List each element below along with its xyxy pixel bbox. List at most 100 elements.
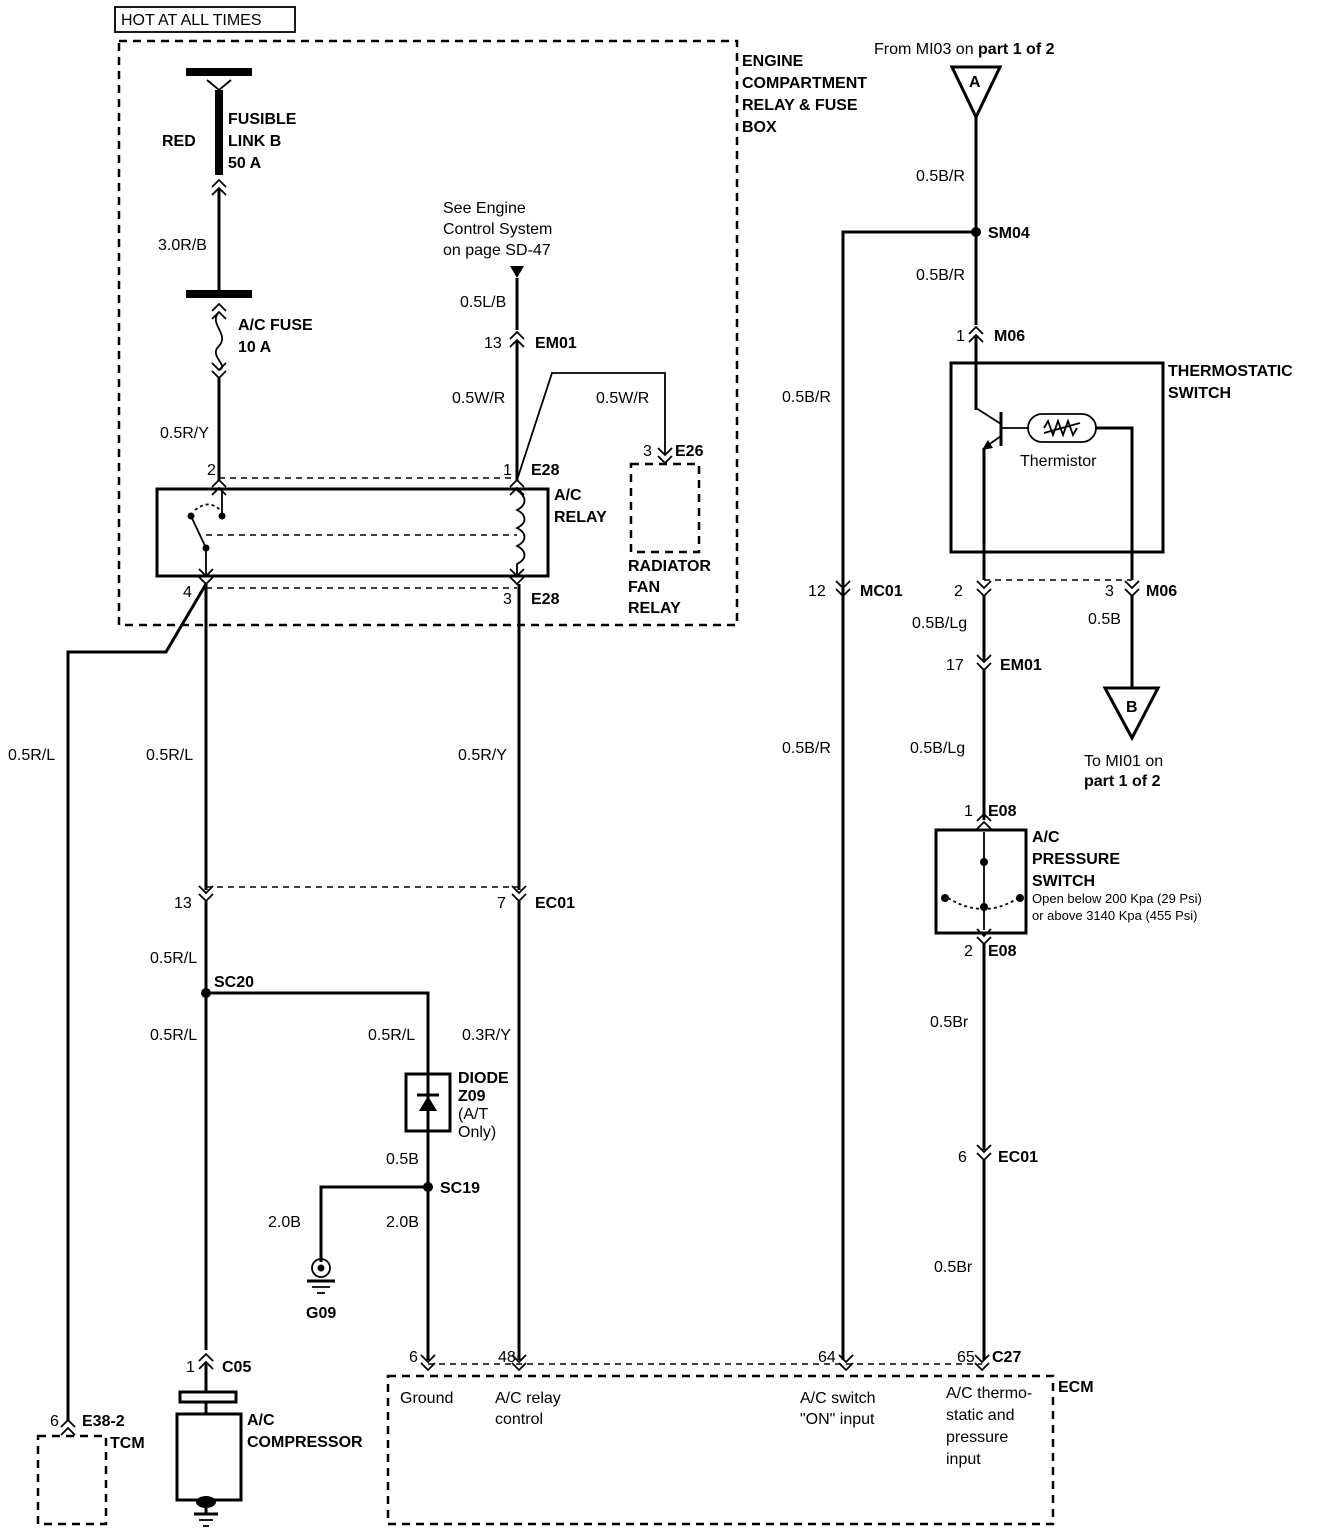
pressure-switch-note-1: Open below 200 Kpa (29 Psi) [1032, 891, 1202, 906]
splice-sc20-label: SC20 [214, 974, 254, 991]
engine-compartment-box-outline [117, 39, 739, 627]
wire-05br-b: 0.5B/R [916, 267, 965, 284]
pin-6-ec01: 6 [958, 1149, 967, 1166]
pin-6-e38: 6 [50, 1413, 59, 1430]
connector-e28-top: E28 [531, 462, 560, 479]
to-note-1: To MI01 on [1084, 753, 1163, 770]
ecm-thermo-input-2: static and [946, 1407, 1014, 1424]
thermostatic-switch-box [949, 361, 1165, 554]
wire-30rb: 3.0R/B [158, 237, 207, 254]
pin-65-c27: 65 [957, 1349, 975, 1366]
pin-2-e08: 2 [964, 943, 973, 960]
compressor-label-1: A/C [247, 1412, 275, 1429]
fusible-link-label-3: 50 A [228, 155, 262, 172]
radiator-fan-relay-2: FAN [628, 579, 660, 596]
see-engine-2: Control System [443, 221, 552, 238]
pin-3-m06: 3 [1105, 583, 1114, 600]
pin-48-c27: 48 [498, 1349, 516, 1366]
connector-m06-bottom: M06 [1146, 583, 1177, 600]
pin-64-c27: 64 [818, 1349, 836, 1366]
ac-relay-label-1: A/C [554, 487, 582, 504]
ecm-switch-on-2: "ON" input [800, 1411, 875, 1428]
pin-2-m06: 2 [954, 583, 963, 600]
compressor-label-2: COMPRESSOR [247, 1434, 363, 1451]
offpage-b-label: B [1126, 699, 1138, 716]
engine-box-label-2: COMPARTMENT [742, 75, 867, 92]
pin-17-em01: 17 [946, 657, 964, 674]
ac-relay-box [155, 487, 550, 578]
wire-05br-c: 0.5B/R [782, 389, 831, 406]
diode-icon [419, 1096, 437, 1111]
pin-13-em01: 13 [484, 335, 502, 352]
arrow-down-icon [510, 266, 524, 278]
connector-e28-bottom: E28 [531, 591, 560, 608]
engine-box-label-3: RELAY & FUSE [742, 97, 858, 114]
wire-05rl-c: 0.5R/L [150, 1027, 197, 1044]
ground-symbol-icon [311, 1258, 331, 1278]
ecm-label: ECM [1058, 1379, 1094, 1396]
ecm-switch-on-1: A/C switch [800, 1390, 876, 1407]
pin-4-e28: 4 [183, 584, 192, 601]
radiator-fan-relay-3: RELAY [628, 600, 681, 617]
pin-3-e28: 3 [503, 591, 512, 608]
thermostatic-label-2: SWITCH [1168, 385, 1231, 402]
pressure-switch-contacts [947, 897, 1019, 910]
wire-05lb: 0.5L/B [460, 294, 506, 311]
pin-2-e28: 2 [207, 462, 216, 479]
see-engine-1: See Engine [443, 200, 526, 217]
tcm-box [36, 1434, 108, 1526]
ecm-thermo-input-4: input [946, 1451, 981, 1468]
connector-em01-right: EM01 [1000, 657, 1042, 674]
connector-c27: C27 [992, 1349, 1021, 1366]
pin-13-ec01: 13 [174, 895, 192, 912]
wire-05b: 0.5B [386, 1151, 419, 1168]
radiator-fan-relay-box [629, 462, 701, 554]
wire-05ry-b: 0.5R/Y [458, 747, 507, 764]
wire-05br-d: 0.5B/R [782, 740, 831, 757]
thermistor-label: Thermistor [1020, 453, 1097, 470]
wire-05rl-a: 0.5R/L [146, 747, 193, 764]
diode-label-4: Only) [458, 1124, 496, 1141]
diode-label-3: (A/T [458, 1106, 488, 1123]
wire-05b-m06: 0.5B [1088, 611, 1121, 628]
pin-12-mc01: 12 [808, 583, 826, 600]
pressure-switch-note-2: or above 3140 Kpa (455 Psi) [1032, 908, 1198, 923]
radiator-fan-relay-1: RADIATOR [628, 558, 711, 575]
wire-20b-a: 2.0B [268, 1214, 301, 1231]
ac-fuse-symbol [215, 311, 223, 371]
fusible-link-label-2: LINK B [228, 133, 281, 150]
wire-05br-a: 0.5B/R [916, 168, 965, 185]
wire-05rl-tcm: 0.5R/L [8, 747, 55, 764]
connector-e08-bottom: E08 [988, 943, 1017, 960]
ac-fuse-label-1: A/C FUSE [238, 317, 313, 334]
diode-label-1: DIODE [458, 1070, 509, 1087]
pin-7-ec01: 7 [497, 895, 506, 912]
connector-em01: EM01 [535, 335, 577, 352]
ac-relay-label-2: RELAY [554, 509, 607, 526]
connector-mc01: MC01 [860, 583, 903, 600]
relay-coil [514, 489, 526, 576]
engine-box-label-4: BOX [742, 119, 777, 136]
connector-ec01-left: EC01 [535, 895, 575, 912]
relay-switch-contact [190, 515, 207, 549]
wire-05wr-a: 0.5W/R [452, 390, 505, 407]
ecm-relay-control-1: A/C relay [495, 1390, 561, 1407]
see-engine-3: on page SD-47 [443, 242, 551, 259]
pin-3-e26: 3 [643, 443, 652, 460]
diode-label-2: Z09 [458, 1088, 486, 1105]
wire-05ry-a: 0.5R/Y [160, 425, 209, 442]
wire-05wr-b: 0.5W/R [596, 390, 649, 407]
pin-1-e28: 1 [503, 462, 512, 479]
wire-05rl-b: 0.5R/L [150, 950, 197, 967]
connector-ec01-right: EC01 [998, 1149, 1038, 1166]
engine-box-label-1: ENGINE [742, 53, 804, 70]
ecm-relay-control-2: control [495, 1411, 543, 1428]
ac-fuse-label-2: 10 A [238, 339, 272, 356]
connector-e08-top: E08 [988, 803, 1017, 820]
pin-1-e08: 1 [964, 803, 973, 820]
pin-6-c27: 6 [409, 1349, 418, 1366]
fusible-link-label-1: FUSIBLE [228, 111, 297, 128]
ecm-thermo-input-3: pressure [946, 1429, 1008, 1446]
tcm-label: TCM [110, 1435, 145, 1452]
